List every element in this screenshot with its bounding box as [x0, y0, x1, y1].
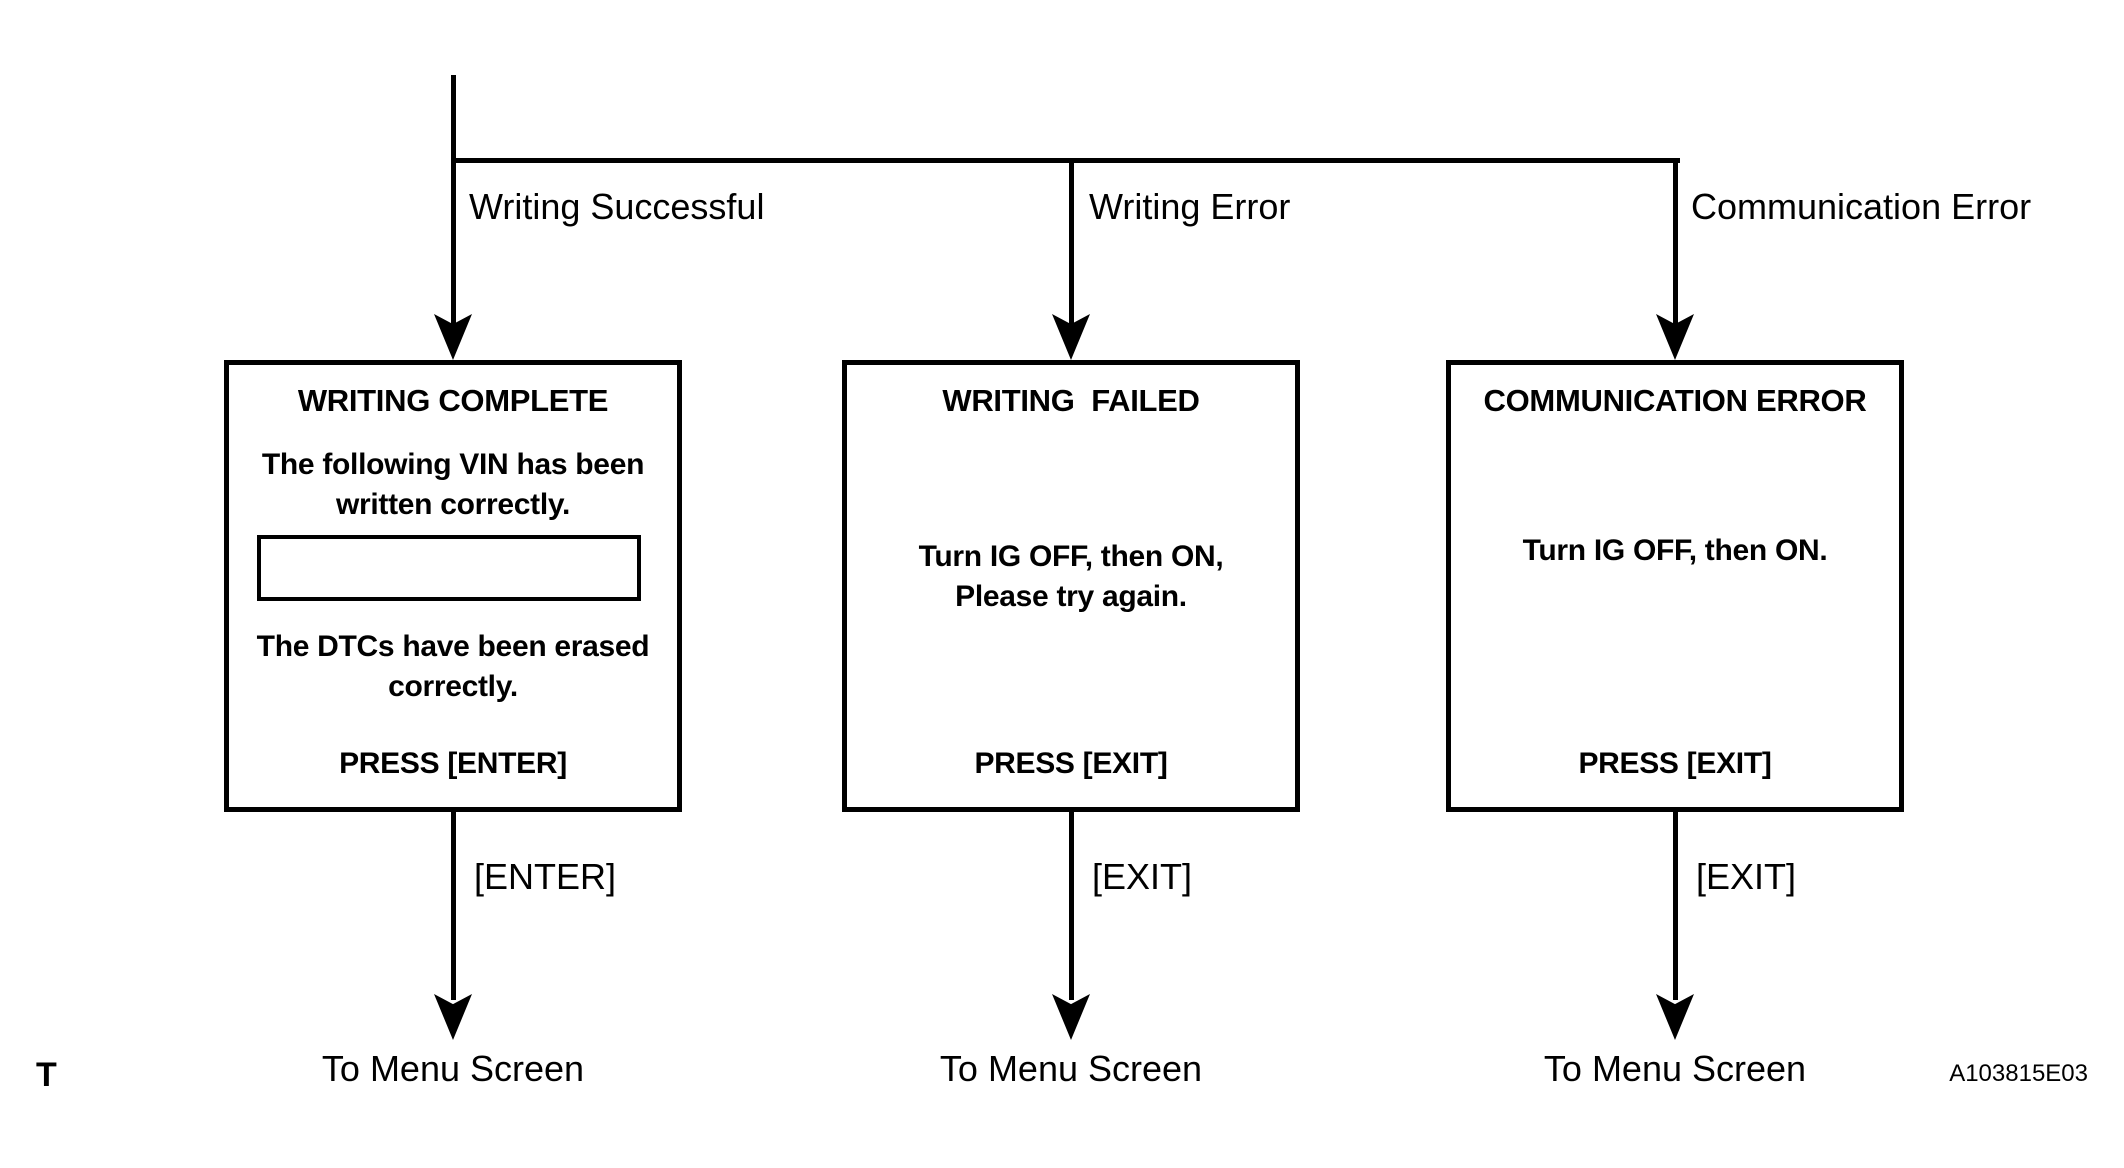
vin-message-line1: The following VIN has been [261, 448, 645, 481]
dtc-message-line1: The DTCs have been erased [256, 630, 650, 663]
dtc-message: The DTCs have been erased correctly. [229, 627, 677, 707]
failed-message: Turn IG OFF, then ON, Please try again. [847, 537, 1295, 617]
key-label-exit: [EXIT] [1696, 856, 1797, 897]
screen-box-writing-failed: WRITING FAILED Turn IG OFF, then ON, Ple… [842, 360, 1300, 812]
page-marker: T [36, 1056, 57, 1094]
branch-arrow-shaft-writing-error [1069, 160, 1074, 332]
vin-message: The following VIN has been written corre… [229, 445, 677, 525]
arrow-down-head-icon [434, 994, 472, 1040]
vin-message-line2: written correctly. [335, 488, 571, 521]
branch-arrow-shaft-comm-error [1673, 160, 1678, 332]
failed-message-line1: Turn IG OFF, then ON, [918, 540, 1224, 573]
dtc-message-line2: correctly. [388, 670, 518, 703]
destination-label-menu-screen: To Menu Screen [1543, 1048, 1807, 1089]
screen-box-communication-error: COMMUNICATION ERROR Turn IG OFF, then ON… [1446, 360, 1904, 812]
arrow-down-head-icon [1052, 994, 1090, 1040]
exit-arrow-shaft-comm-error [1673, 812, 1678, 1000]
branch-label-writing-successful: Writing Successful [469, 186, 765, 227]
screen-title: COMMUNICATION ERROR [1483, 383, 1867, 418]
entry-connector-line [451, 75, 456, 163]
arrow-down-head-icon [1656, 994, 1694, 1040]
screen-title: WRITING FAILED [942, 383, 1200, 418]
press-exit-label: PRESS [EXIT] [974, 747, 1168, 780]
branch-arrow-shaft-success [451, 160, 456, 332]
key-label-exit: [EXIT] [1092, 856, 1193, 897]
branch-label-communication-error: Communication Error [1691, 186, 2032, 227]
branch-label-writing-error: Writing Error [1089, 186, 1291, 227]
figure-code: A103815E03 [1949, 1060, 2088, 1087]
screen-title: WRITING COMPLETE [297, 383, 609, 418]
destination-label-menu-screen: To Menu Screen [321, 1048, 585, 1089]
key-label-enter: [ENTER] [474, 856, 617, 897]
press-exit-label: PRESS [EXIT] [1578, 747, 1772, 780]
exit-arrow-shaft-writing-error [1069, 812, 1074, 1000]
destination-label-menu-screen: To Menu Screen [939, 1048, 1203, 1089]
comm-error-message: Turn IG OFF, then ON. [1451, 531, 1899, 571]
vin-field [257, 535, 641, 601]
press-enter-label: PRESS [ENTER] [339, 747, 567, 780]
comm-error-message-line1: Turn IG OFF, then ON. [1522, 534, 1828, 567]
failed-message-line2: Please try again. [955, 580, 1187, 613]
exit-arrow-shaft-success [451, 812, 456, 1000]
branch-rail-line [451, 158, 1680, 163]
screen-box-writing-complete: WRITING COMPLETE The following VIN has b… [224, 360, 682, 812]
